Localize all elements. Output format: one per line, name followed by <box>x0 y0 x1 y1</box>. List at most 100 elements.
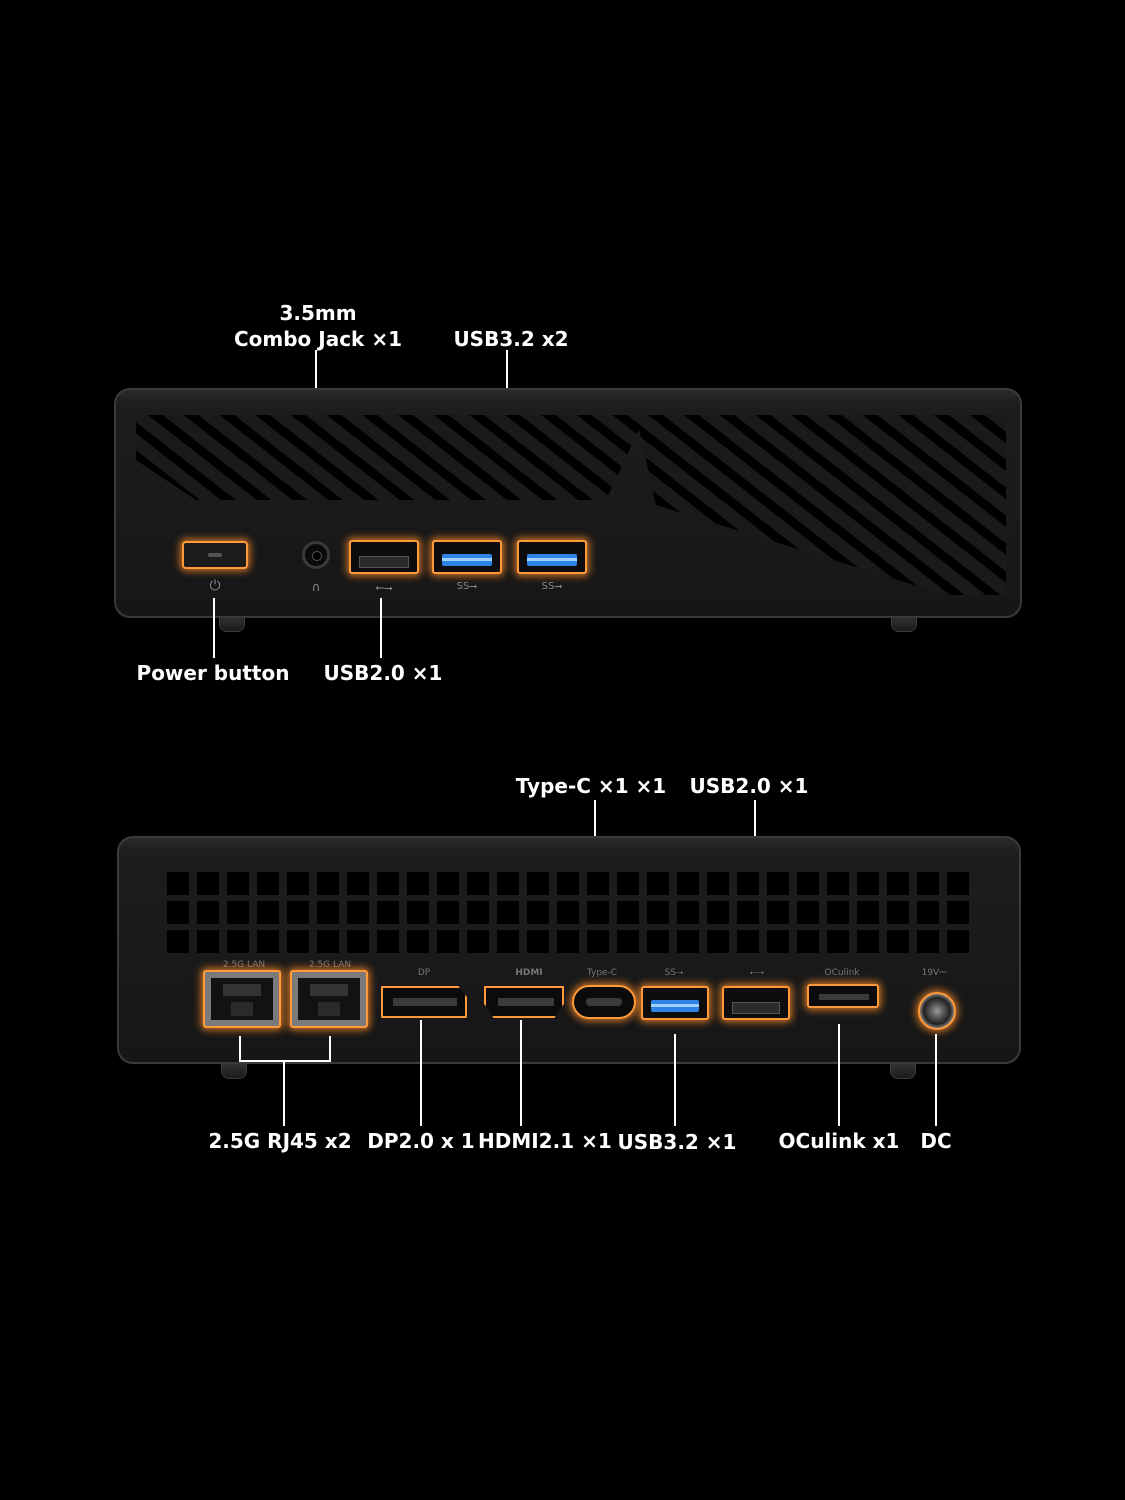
vent-hole <box>827 901 849 924</box>
vent-hole <box>407 901 429 924</box>
vent-hole <box>557 901 579 924</box>
combo-jack-port[interactable] <box>302 541 330 569</box>
vent-hole <box>947 930 969 953</box>
usb20-rear-label: USB2.0 ×1 <box>689 774 809 798</box>
rear-foot-left <box>221 1063 247 1079</box>
rear-usb3-port[interactable] <box>641 986 709 1020</box>
oculink-leader <box>838 1024 840 1126</box>
lan-port-2[interactable] <box>290 970 368 1028</box>
combo-jack-label-line1: 3.5mm <box>279 301 357 325</box>
dp-port[interactable] <box>381 986 467 1018</box>
vent-hole <box>287 872 309 895</box>
vent-hole <box>497 901 519 924</box>
usb32-rear-label: USB3.2 ×1 <box>617 1130 737 1154</box>
rear-chassis: 2.5G LAN 2.5G LAN DP HDMI Type-C SS⭢ <box>117 836 1021 1064</box>
dp-leader <box>420 1020 422 1126</box>
usb32-pair-label: USB3.2 x2 <box>453 327 569 351</box>
vent-hole <box>617 901 639 924</box>
vent-hole <box>917 901 939 924</box>
combo-jack-label-line2: Combo Jack ×1 <box>233 327 402 351</box>
ss-usb-marking: SS⭢ <box>664 968 684 978</box>
vent-hole <box>167 872 189 895</box>
rj45-leader <box>283 1060 285 1126</box>
vent-hole <box>797 930 819 953</box>
usb-icon: ⭠⭢ <box>375 581 393 594</box>
vent-hole <box>227 930 249 953</box>
dc-label: DC <box>920 1129 952 1153</box>
usb20-front-leader <box>380 598 382 658</box>
power-button-label: Power button <box>136 661 290 685</box>
vent-hole <box>227 901 249 924</box>
vent-hole <box>797 872 819 895</box>
hdmi-port[interactable] <box>484 986 564 1018</box>
vent-hole <box>617 872 639 895</box>
rear-usb2-port[interactable] <box>722 986 790 1020</box>
ss-usb-icon: SS⭢ <box>541 581 563 592</box>
vent-hole <box>857 930 879 953</box>
front-vent-grille <box>136 415 1006 595</box>
vent-hole <box>527 872 549 895</box>
dp-label: DP2.0 x 1 <box>367 1129 475 1153</box>
vent-hole <box>797 901 819 924</box>
vent-hole <box>197 872 219 895</box>
vent-hole <box>947 872 969 895</box>
vent-hole <box>887 930 909 953</box>
vent-hole <box>767 872 789 895</box>
vent-hole <box>377 901 399 924</box>
dc-port[interactable] <box>918 992 956 1030</box>
combo-jack-label: 3.5mm Combo Jack ×1 <box>218 300 418 352</box>
vent-hole <box>737 930 759 953</box>
rear-foot-right <box>890 1063 916 1079</box>
vent-hole <box>167 901 189 924</box>
headphone-icon: ∩ <box>311 580 321 594</box>
power-button[interactable] <box>182 541 248 569</box>
vent-hole <box>197 901 219 924</box>
ss-usb-icon: SS⭢ <box>456 581 478 592</box>
vent-hole <box>827 930 849 953</box>
vent-hole <box>527 930 549 953</box>
vent-hole <box>467 930 489 953</box>
hdmi-marking: HDMI <box>515 968 543 978</box>
vent-hole <box>767 901 789 924</box>
lan2-marking: 2.5G LAN <box>308 960 352 970</box>
vent-hole <box>947 901 969 924</box>
power-icon: ⏻ <box>209 578 221 594</box>
lan1-marking: 2.5G LAN <box>222 960 266 970</box>
front-usb2-port[interactable] <box>349 540 419 574</box>
front-usb3-port-1[interactable] <box>432 540 502 574</box>
vent-hole <box>377 872 399 895</box>
vent-hole <box>707 901 729 924</box>
vent-hole <box>287 930 309 953</box>
rj45-bracket-bottom <box>239 1060 331 1062</box>
vent-hole <box>647 872 669 895</box>
rj45-label: 2.5G RJ45 x2 <box>208 1129 352 1153</box>
usb-marking: ⭠⭢ <box>749 968 765 978</box>
vent-hole <box>707 930 729 953</box>
front-usb3-port-2[interactable] <box>517 540 587 574</box>
dc-leader <box>935 1034 937 1126</box>
oculink-port[interactable] <box>807 984 879 1008</box>
lan-port-1[interactable] <box>203 970 281 1028</box>
vent-hole <box>767 930 789 953</box>
oculink-marking: OCulink <box>824 968 860 978</box>
vent-hole <box>557 930 579 953</box>
front-chassis: ⏻ ∩ ⭠⭢ SS⭢ SS⭢ <box>114 388 1022 618</box>
vent-hole <box>467 901 489 924</box>
vent-hole <box>707 872 729 895</box>
vent-hole <box>347 901 369 924</box>
vent-hole <box>347 930 369 953</box>
vent-hole <box>317 930 339 953</box>
vent-hole <box>497 930 519 953</box>
vent-hole <box>257 930 279 953</box>
vent-hole <box>737 872 759 895</box>
type-c-port[interactable] <box>572 985 636 1019</box>
usb20-front-label: USB2.0 ×1 <box>323 661 443 685</box>
vent-hole <box>587 872 609 895</box>
vent-hole <box>197 930 219 953</box>
front-foot-left <box>219 616 245 632</box>
vent-hole <box>887 872 909 895</box>
vent-hole <box>887 901 909 924</box>
dp-marking: DP <box>417 968 431 978</box>
vent-hole <box>827 872 849 895</box>
rj45-bracket-right <box>329 1036 331 1062</box>
